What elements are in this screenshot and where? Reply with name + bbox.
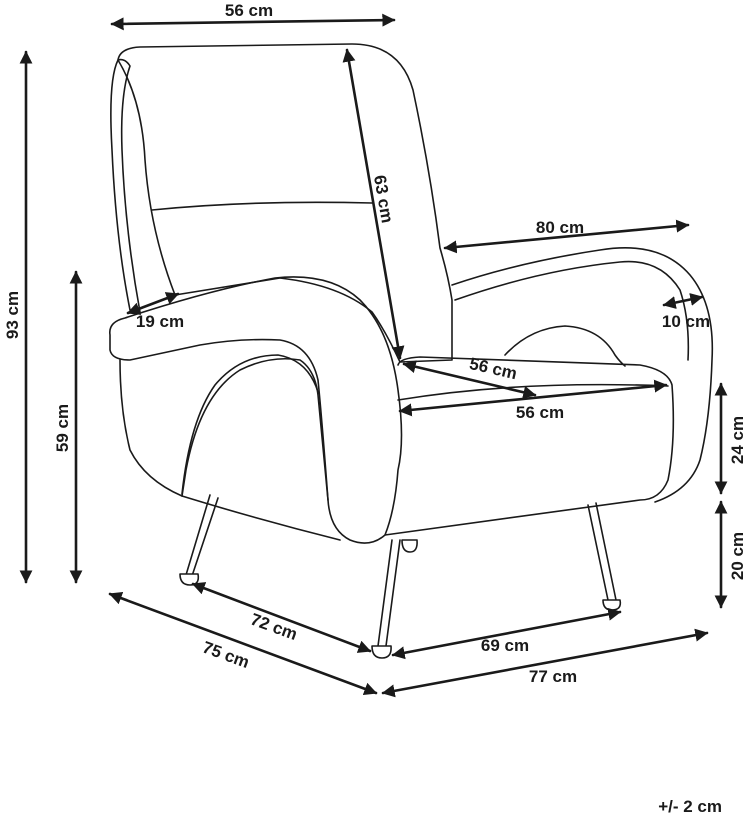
leg-back-right [587, 502, 617, 601]
arm-width-label: 19 cm [136, 312, 184, 331]
seat-width-label: 56 cm [516, 403, 564, 422]
leg-front-left [185, 494, 219, 577]
top-width-arrow [110, 13, 396, 31]
leg-back-right-foot [602, 599, 622, 611]
leg-height-label: 20 cm [728, 532, 747, 580]
arm-width-arrow [126, 292, 180, 315]
overall-depth-arrow [108, 591, 378, 696]
seat-width-arrow [398, 379, 668, 417]
armchair-drawing [108, 43, 714, 659]
backrest-seam [151, 201, 373, 211]
arm-front-arrow [662, 293, 704, 309]
right-arm-arch [504, 325, 626, 367]
leg-front-left-foot [179, 573, 200, 586]
dimension-arrows [19, 13, 728, 698]
leg-front-right [377, 539, 401, 647]
leg-span-left-arrow [191, 582, 372, 653]
armrest-front [119, 357, 329, 501]
arm-height-label: 59 cm [53, 404, 72, 452]
arm-front-label: 10 cm [662, 312, 710, 331]
armrest-arch [181, 354, 319, 495]
leg-span-front-label: 69 cm [481, 636, 529, 655]
leg-back-left-foot [401, 539, 418, 553]
seat-cushion-height-label: 24 cm [728, 416, 747, 464]
backrest-side [110, 58, 141, 313]
seat-cushion [384, 356, 675, 536]
overall-front-width-label: 77 cm [529, 667, 577, 686]
overall-front-width-arrow [381, 628, 709, 698]
leg-front-right-foot [371, 645, 392, 659]
seat-depth-label: 56 cm [468, 354, 519, 383]
backrest-height-arrow [342, 48, 405, 360]
right-arm-inner [454, 260, 690, 361]
overall-width-diag-arrow [443, 219, 690, 254]
overall-height-label: 93 cm [3, 291, 22, 339]
tolerance-note: +/- 2 cm [658, 797, 722, 816]
backrest-height-label: 63 cm [370, 174, 397, 225]
left-armrest [108, 276, 403, 544]
top-width-label: 56 cm [225, 1, 273, 20]
base-bottom [181, 495, 341, 541]
overall-width-diag-label: 80 cm [536, 218, 584, 237]
